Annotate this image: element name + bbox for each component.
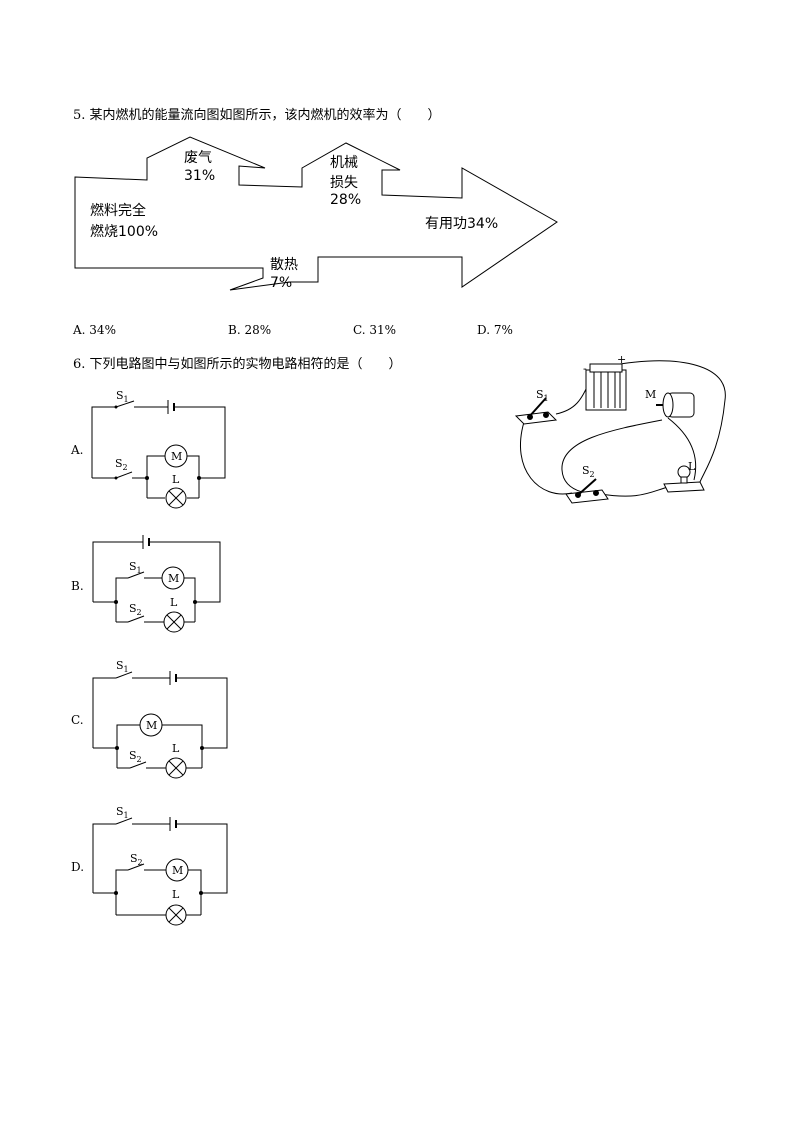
svg-text:S2: S2 [130,852,143,867]
q5-option-a[interactable]: A. 34% [73,323,116,337]
energy-flow-diagram [74,136,558,291]
svg-text:M: M [168,572,179,585]
mechanical-loss-label-line3: 28% [330,192,362,208]
heat-loss-label-line1: 散热 [270,257,298,273]
input-label-line2: 燃烧100% [90,224,159,240]
q6-option-a[interactable]: A. [71,443,84,457]
useful-work-label: 有用功34% [425,216,499,232]
svg-text:L: L [688,460,696,473]
mechanical-loss-label-line2: 损失 [330,175,358,191]
q5-option-c[interactable]: C. 31% [353,323,397,337]
q5-option-d[interactable]: D. 7% [477,323,513,337]
svg-text:S2: S2 [582,464,595,479]
mechanical-loss-label-line1: 机械 [330,155,358,171]
heat-loss-label-line2: 7% [270,275,293,291]
q6-option-d[interactable]: D. [71,860,85,874]
svg-text:S2: S2 [115,457,128,472]
svg-text:S1: S1 [116,389,129,404]
q6-option-b[interactable]: B. [71,579,84,593]
svg-text:S2: S2 [129,749,142,764]
svg-text:S2: S2 [129,602,142,617]
svg-text:S1: S1 [129,560,142,575]
svg-text:L: L [170,596,178,609]
q5-stem: 5. 某内燃机的能量流向图如图所示，该内燃机的效率为（ ） [73,108,441,123]
q6-option-c[interactable]: C. [71,713,84,727]
svg-text:L: L [172,742,180,755]
input-label-line1: 燃料完全 [90,203,146,219]
svg-text:M: M [146,719,157,732]
svg-text:M: M [645,388,656,401]
energy-flow-arrow [74,136,558,291]
svg-text:S1: S1 [116,659,129,674]
svg-text:L: L [172,888,180,901]
svg-text:M: M [171,450,182,463]
q6-stem: 6. 下列电路图中与如图所示的实物电路相符的是（ ） [73,357,402,372]
svg-text:S1: S1 [536,388,549,403]
exhaust-label-line2: 31% [184,168,216,184]
q5-option-b[interactable]: B. 28% [228,323,272,337]
svg-text:S1: S1 [116,805,129,820]
svg-text:M: M [172,864,183,877]
svg-text:+: + [617,353,626,366]
svg-text:L: L [172,473,180,486]
svg-text:-: - [583,362,587,375]
exhaust-label-line1: 废气 [184,150,212,166]
